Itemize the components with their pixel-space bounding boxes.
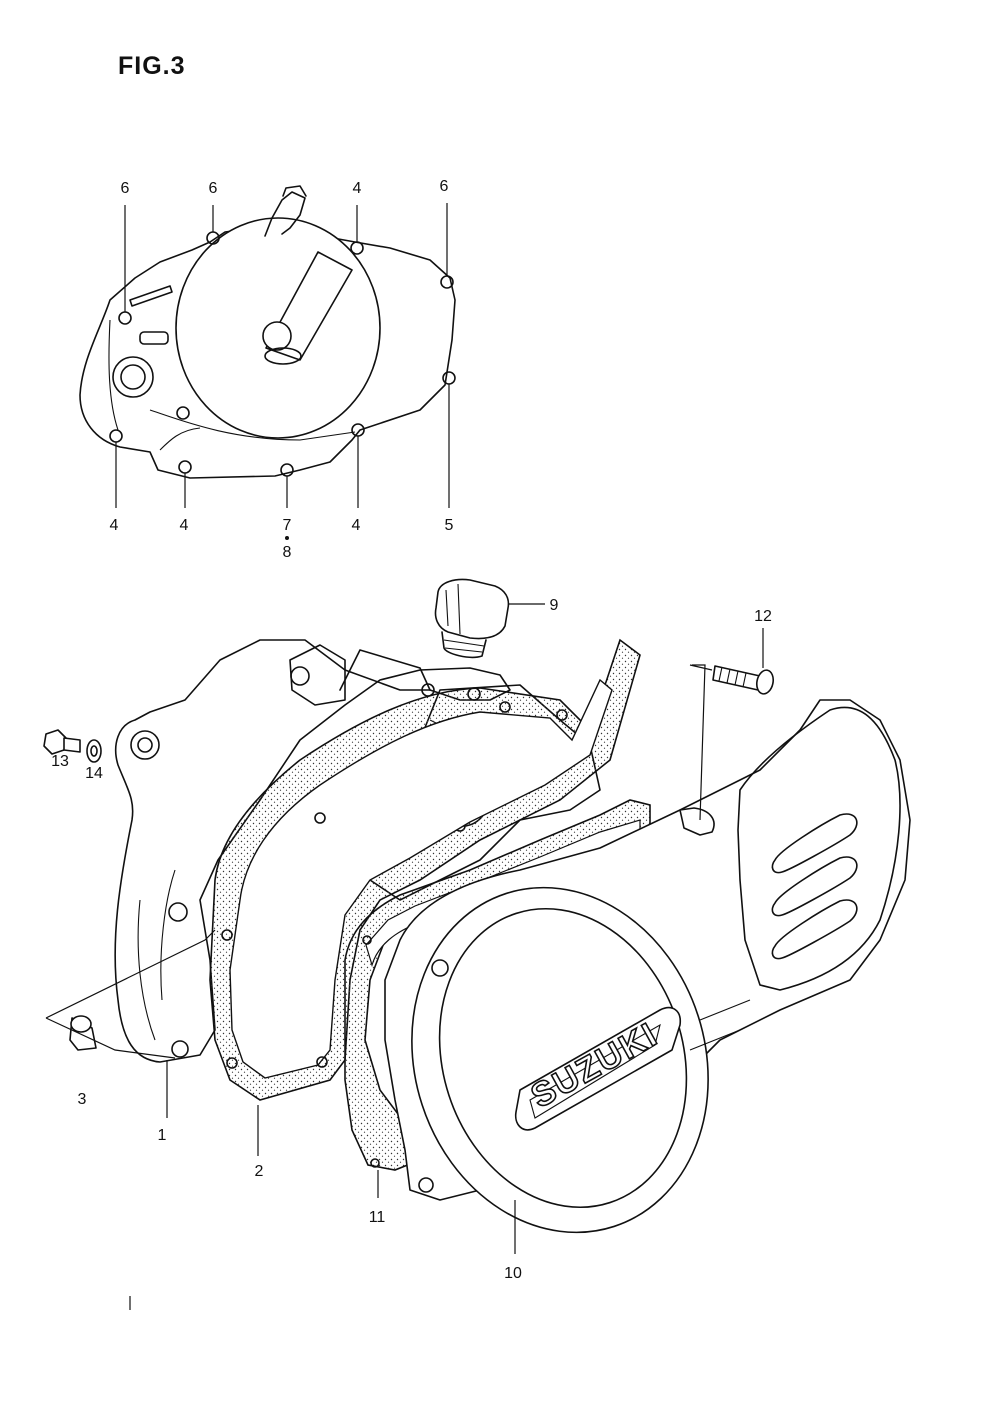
callout-7: 7 bbox=[283, 517, 292, 534]
oil-filler-plug-part-9 bbox=[434, 578, 510, 659]
callout-6: 6 bbox=[209, 180, 218, 197]
washer-part-14 bbox=[86, 739, 102, 763]
generator-cover-part-10: SUZUKI bbox=[384, 699, 911, 1234]
bolt-part-13 bbox=[43, 729, 81, 755]
dowel-pin-part-3 bbox=[69, 1015, 97, 1051]
callout-8: 8 bbox=[283, 544, 292, 561]
callout-5: 5 bbox=[445, 517, 454, 534]
callout-separator-dot bbox=[285, 536, 289, 540]
callout-1: 1 bbox=[158, 1127, 167, 1144]
callout-10: 10 bbox=[504, 1265, 522, 1282]
callout-12: 12 bbox=[754, 608, 772, 625]
callout-9: 9 bbox=[550, 597, 559, 614]
callout-4: 4 bbox=[352, 517, 361, 534]
callout-4: 4 bbox=[180, 517, 189, 534]
cover-vent-slots bbox=[771, 813, 858, 960]
callout-14: 14 bbox=[85, 765, 103, 782]
callout-4: 4 bbox=[110, 517, 119, 534]
callout-6: 6 bbox=[440, 178, 449, 195]
bottom-leader-lines bbox=[129, 603, 764, 1310]
callout-6: 6 bbox=[121, 180, 130, 197]
callout-labels: 6 6 4 6 4 4 7 8 4 5 9 12 13 14 3 1 2 11 … bbox=[51, 178, 772, 1282]
figure-title: FIG.3 bbox=[118, 52, 186, 80]
callout-2: 2 bbox=[255, 1163, 264, 1180]
screw-part-12 bbox=[712, 665, 775, 695]
callout-13: 13 bbox=[51, 753, 69, 770]
exploded-view-lines bbox=[45, 664, 713, 1059]
top-leader-lines bbox=[115, 203, 450, 508]
callout-4: 4 bbox=[353, 180, 362, 197]
crankcase-cover-part-1 bbox=[114, 639, 511, 1063]
callout-11: 11 bbox=[369, 1209, 386, 1226]
callout-3: 3 bbox=[78, 1091, 87, 1108]
clutch-cover-top-view bbox=[79, 185, 456, 479]
